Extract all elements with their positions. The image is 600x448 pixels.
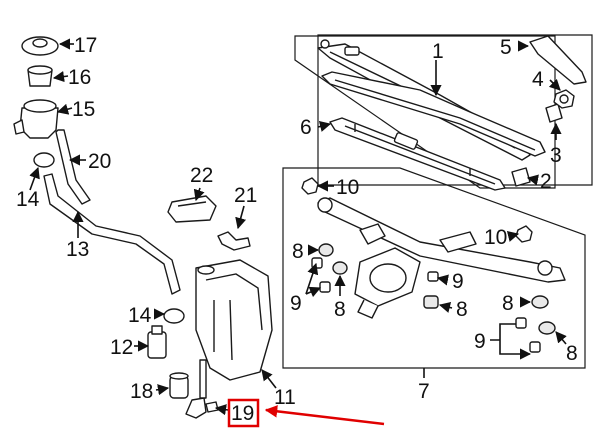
- callout-8-a: 8: [292, 240, 304, 263]
- bushing-9-c[interactable]: [427, 271, 439, 282]
- connector-22-part[interactable]: [167, 195, 217, 223]
- leader-6: [317, 121, 332, 132]
- callout-10-b: 10: [484, 226, 507, 249]
- highlight-box-19: [227, 398, 260, 428]
- callout-9-a: 9: [290, 292, 302, 315]
- seal-14-top[interactable]: [33, 152, 55, 168]
- callout-2: 2: [540, 170, 552, 193]
- highlight-arrow: [264, 405, 385, 426]
- wiper-arm-box: [317, 34, 593, 186]
- callout-8-d: 8: [502, 292, 514, 315]
- callout-12: 12: [110, 336, 133, 359]
- wiper-blade-part[interactable]: [329, 117, 506, 191]
- pump-grommet-18[interactable]: [169, 372, 189, 399]
- filler-hose-13[interactable]: [43, 173, 181, 295]
- leader-10b: [506, 231, 520, 242]
- callout-18: 18: [130, 380, 153, 403]
- grommet-8-d[interactable]: [531, 295, 549, 309]
- bushing-9-b[interactable]: [319, 281, 331, 293]
- bushing-9-e[interactable]: [529, 341, 541, 353]
- callout-8-e: 8: [566, 342, 578, 365]
- leader-16: [52, 71, 69, 83]
- grommet-8-c[interactable]: [423, 295, 439, 309]
- leader-9a2: [305, 286, 322, 298]
- seal-14-bottom[interactable]: [163, 308, 185, 324]
- callout-1: 1: [432, 40, 444, 63]
- callout-21: 21: [234, 184, 257, 207]
- leader-15: [56, 103, 73, 115]
- callout-15: 15: [72, 98, 95, 121]
- leader-21: [235, 205, 247, 230]
- callout-4: 4: [532, 68, 544, 91]
- reservoir-cap-part[interactable]: [21, 36, 59, 56]
- callout-8-b: 8: [334, 298, 346, 321]
- hose-elbow-21[interactable]: [217, 231, 251, 251]
- callout-8-c: 8: [456, 298, 468, 321]
- leader-8c: [438, 302, 453, 313]
- leader-4: [548, 78, 561, 91]
- bushing-9-a[interactable]: [311, 257, 323, 269]
- callout-7: 7: [418, 380, 430, 403]
- leader-2: [526, 174, 539, 186]
- wiper-motor-part[interactable]: [354, 247, 421, 319]
- callout-10-a: 10: [336, 176, 359, 199]
- wiper-arm-main[interactable]: [321, 71, 546, 157]
- wiper-linkage-part[interactable]: [317, 197, 566, 283]
- callout-5: 5: [500, 36, 512, 59]
- leader-22: [193, 187, 205, 202]
- arm-cap-part[interactable]: [511, 167, 531, 187]
- leader-9a: [305, 262, 319, 295]
- grommet-8-e[interactable]: [538, 321, 556, 335]
- leader-11: [261, 369, 277, 389]
- leader-8e: [555, 331, 567, 345]
- bushing-9-d[interactable]: [515, 317, 527, 329]
- arm-nut-part[interactable]: [553, 89, 575, 109]
- filler-neck-part[interactable]: [13, 99, 59, 139]
- filler-hose-20[interactable]: [55, 129, 91, 205]
- callout-19: 19: [231, 402, 254, 425]
- callout-22: 22: [190, 164, 213, 187]
- grommet-8-b[interactable]: [332, 261, 348, 275]
- callout-14-a: 14: [16, 188, 40, 211]
- callout-16: 16: [68, 66, 91, 89]
- callout-14-b: 14: [128, 304, 152, 327]
- callout-9-c: 9: [474, 330, 486, 353]
- leader-14a: [29, 166, 40, 191]
- callout-17: 17: [74, 34, 97, 57]
- washer-reservoir-11[interactable]: [195, 259, 273, 381]
- callout-20: 20: [88, 150, 111, 173]
- nut-10-b[interactable]: [515, 225, 533, 243]
- callout-11: 11: [274, 386, 296, 409]
- leader-9c: [490, 323, 530, 354]
- wiper-arm-panel: [294, 35, 556, 189]
- nut-10-a[interactable]: [301, 177, 319, 195]
- leader-18: [155, 384, 170, 396]
- callout-9-b: 9: [452, 270, 464, 293]
- arm-cover-part[interactable]: [529, 35, 587, 85]
- grommet-8-a[interactable]: [318, 243, 334, 257]
- callout-13: 13: [66, 238, 89, 261]
- washer-pump-12[interactable]: [147, 325, 167, 359]
- filler-filter-part[interactable]: [27, 65, 53, 87]
- leader-19: [214, 404, 229, 416]
- callout-3: 3: [550, 144, 562, 167]
- motor-linkage-box: [282, 167, 586, 369]
- leader-9b: [436, 274, 449, 286]
- callout-6: 6: [300, 116, 312, 139]
- pivot-cover-part[interactable]: [545, 103, 563, 123]
